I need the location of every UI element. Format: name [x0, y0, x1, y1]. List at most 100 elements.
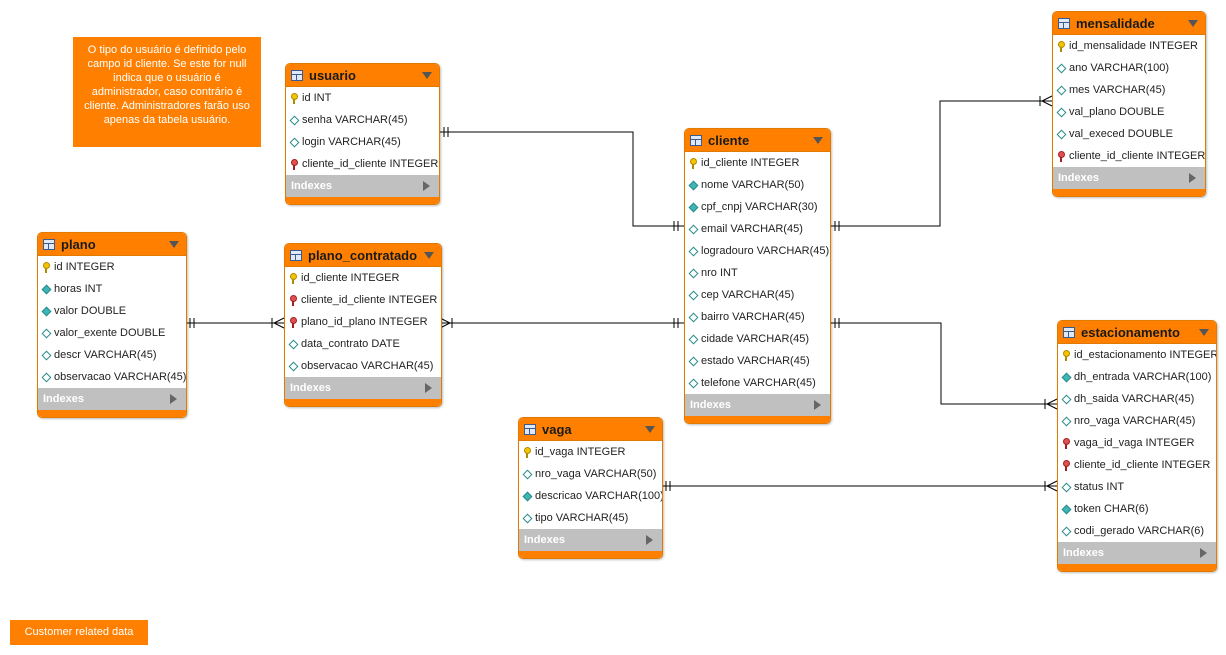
- expand-arrow-icon[interactable]: [425, 383, 432, 393]
- column-row[interactable]: id_cliente INTEGER: [285, 267, 441, 289]
- foreign-key-icon: [1056, 151, 1066, 162]
- column-row[interactable]: id_mensalidade INTEGER: [1053, 35, 1205, 57]
- primary-key-icon: [522, 447, 532, 458]
- column-row[interactable]: nro_vaga VARCHAR(45): [1058, 410, 1216, 432]
- column-row[interactable]: id_vaga INTEGER: [519, 441, 662, 463]
- column-row[interactable]: plano_id_plano INTEGER: [285, 311, 441, 333]
- column-row[interactable]: nome VARCHAR(50): [685, 174, 830, 196]
- column-row[interactable]: codi_gerado VARCHAR(6): [1058, 520, 1216, 542]
- table-header[interactable]: cliente: [685, 129, 830, 152]
- column-row[interactable]: status INT: [1058, 476, 1216, 498]
- column-name: nro INT: [701, 267, 738, 279]
- indexes-label: Indexes: [43, 393, 84, 405]
- column-row[interactable]: cliente_id_cliente INTEGER: [286, 153, 439, 175]
- column-row[interactable]: estado VARCHAR(45): [685, 350, 830, 372]
- column-row[interactable]: val_plano DOUBLE: [1053, 101, 1205, 123]
- column-row[interactable]: cidade VARCHAR(45): [685, 328, 830, 350]
- column-row[interactable]: valor DOUBLE: [38, 300, 186, 322]
- column-row[interactable]: vaga_id_vaga INTEGER: [1058, 432, 1216, 454]
- column-row[interactable]: cep VARCHAR(45): [685, 284, 830, 306]
- chevron-down-icon[interactable]: [1199, 328, 1209, 336]
- table-footer: [38, 410, 186, 417]
- column-name: id_mensalidade INTEGER: [1069, 40, 1199, 52]
- many-marker: [271, 317, 285, 329]
- indexes-section[interactable]: Indexes: [1058, 542, 1216, 564]
- chevron-down-icon[interactable]: [813, 136, 823, 144]
- column-row[interactable]: observacao VARCHAR(45): [38, 366, 186, 388]
- column-row[interactable]: senha VARCHAR(45): [286, 109, 439, 131]
- column-row[interactable]: login VARCHAR(45): [286, 131, 439, 153]
- column-row[interactable]: ano VARCHAR(100): [1053, 57, 1205, 79]
- column-row[interactable]: cliente_id_cliente INTEGER: [1053, 145, 1205, 167]
- expand-arrow-icon[interactable]: [1189, 173, 1196, 183]
- column-row[interactable]: id_cliente INTEGER: [685, 152, 830, 174]
- table-header[interactable]: mensalidade: [1053, 12, 1205, 35]
- column-row[interactable]: valor_exente DOUBLE: [38, 322, 186, 344]
- column-name: codi_gerado VARCHAR(6): [1074, 525, 1205, 537]
- one-marker: [189, 318, 195, 328]
- indexes-section[interactable]: Indexes: [285, 377, 441, 399]
- column-name: telefone VARCHAR(45): [701, 377, 816, 389]
- column-row[interactable]: id_estacionamento INTEGER: [1058, 344, 1216, 366]
- table-header[interactable]: plano: [38, 233, 186, 256]
- column-row[interactable]: mes VARCHAR(45): [1053, 79, 1205, 101]
- column-row[interactable]: horas INT: [38, 278, 186, 300]
- expand-arrow-icon[interactable]: [814, 400, 821, 410]
- table-header[interactable]: estacionamento: [1058, 321, 1216, 344]
- column-row[interactable]: id INTEGER: [38, 256, 186, 278]
- chevron-down-icon[interactable]: [1188, 19, 1198, 27]
- expand-arrow-icon[interactable]: [170, 394, 177, 404]
- table-header[interactable]: vaga: [519, 418, 662, 441]
- indexes-section[interactable]: Indexes: [519, 529, 662, 551]
- column-row[interactable]: nro INT: [685, 262, 830, 284]
- column-row[interactable]: cliente_id_cliente INTEGER: [1058, 454, 1216, 476]
- column-row[interactable]: tipo VARCHAR(45): [519, 507, 662, 529]
- chevron-down-icon[interactable]: [645, 425, 655, 433]
- indexes-section[interactable]: Indexes: [685, 394, 830, 416]
- column-row[interactable]: cpf_cnpj VARCHAR(30): [685, 196, 830, 218]
- column-row[interactable]: cliente_id_cliente INTEGER: [285, 289, 441, 311]
- column-icon: [688, 334, 698, 344]
- expand-arrow-icon[interactable]: [646, 535, 653, 545]
- many-marker: [1044, 480, 1058, 492]
- indexes-label: Indexes: [690, 399, 731, 411]
- column-row[interactable]: nro_vaga VARCHAR(50): [519, 463, 662, 485]
- column-row[interactable]: observacao VARCHAR(45): [285, 355, 441, 377]
- indexes-section[interactable]: Indexes: [38, 388, 186, 410]
- table-name: plano: [61, 236, 96, 252]
- column-row[interactable]: dh_saida VARCHAR(45): [1058, 388, 1216, 410]
- chevron-down-icon[interactable]: [422, 71, 432, 79]
- expand-arrow-icon[interactable]: [1200, 548, 1207, 558]
- table-footer: [286, 197, 439, 204]
- column-name: bairro VARCHAR(45): [701, 311, 805, 323]
- column-row[interactable]: email VARCHAR(45): [685, 218, 830, 240]
- table-estacionamento[interactable]: estacionamento id_estacionamento INTEGER…: [1057, 320, 1217, 572]
- column-row[interactable]: dh_entrada VARCHAR(100): [1058, 366, 1216, 388]
- column-row[interactable]: logradouro VARCHAR(45): [685, 240, 830, 262]
- chevron-down-icon[interactable]: [424, 251, 434, 259]
- indexes-section[interactable]: Indexes: [286, 175, 439, 197]
- column-row[interactable]: descr VARCHAR(45): [38, 344, 186, 366]
- indexes-section[interactable]: Indexes: [1053, 167, 1205, 189]
- column-icon: [288, 361, 298, 371]
- expand-arrow-icon[interactable]: [423, 181, 430, 191]
- column-row[interactable]: token CHAR(6): [1058, 498, 1216, 520]
- column-row[interactable]: bairro VARCHAR(45): [685, 306, 830, 328]
- column-row[interactable]: val_execed DOUBLE: [1053, 123, 1205, 145]
- column-row[interactable]: descricao VARCHAR(100): [519, 485, 662, 507]
- not-null-column-icon: [41, 284, 51, 294]
- column-row[interactable]: data_contrato DATE: [285, 333, 441, 355]
- chevron-down-icon[interactable]: [169, 240, 179, 248]
- table-header[interactable]: plano_contratado: [285, 244, 441, 267]
- table-header[interactable]: usuario: [286, 64, 439, 87]
- column-row[interactable]: id INT: [286, 87, 439, 109]
- column-row[interactable]: telefone VARCHAR(45): [685, 372, 830, 394]
- table-mensalidade[interactable]: mensalidade id_mensalidade INTEGER ano VA…: [1052, 11, 1206, 197]
